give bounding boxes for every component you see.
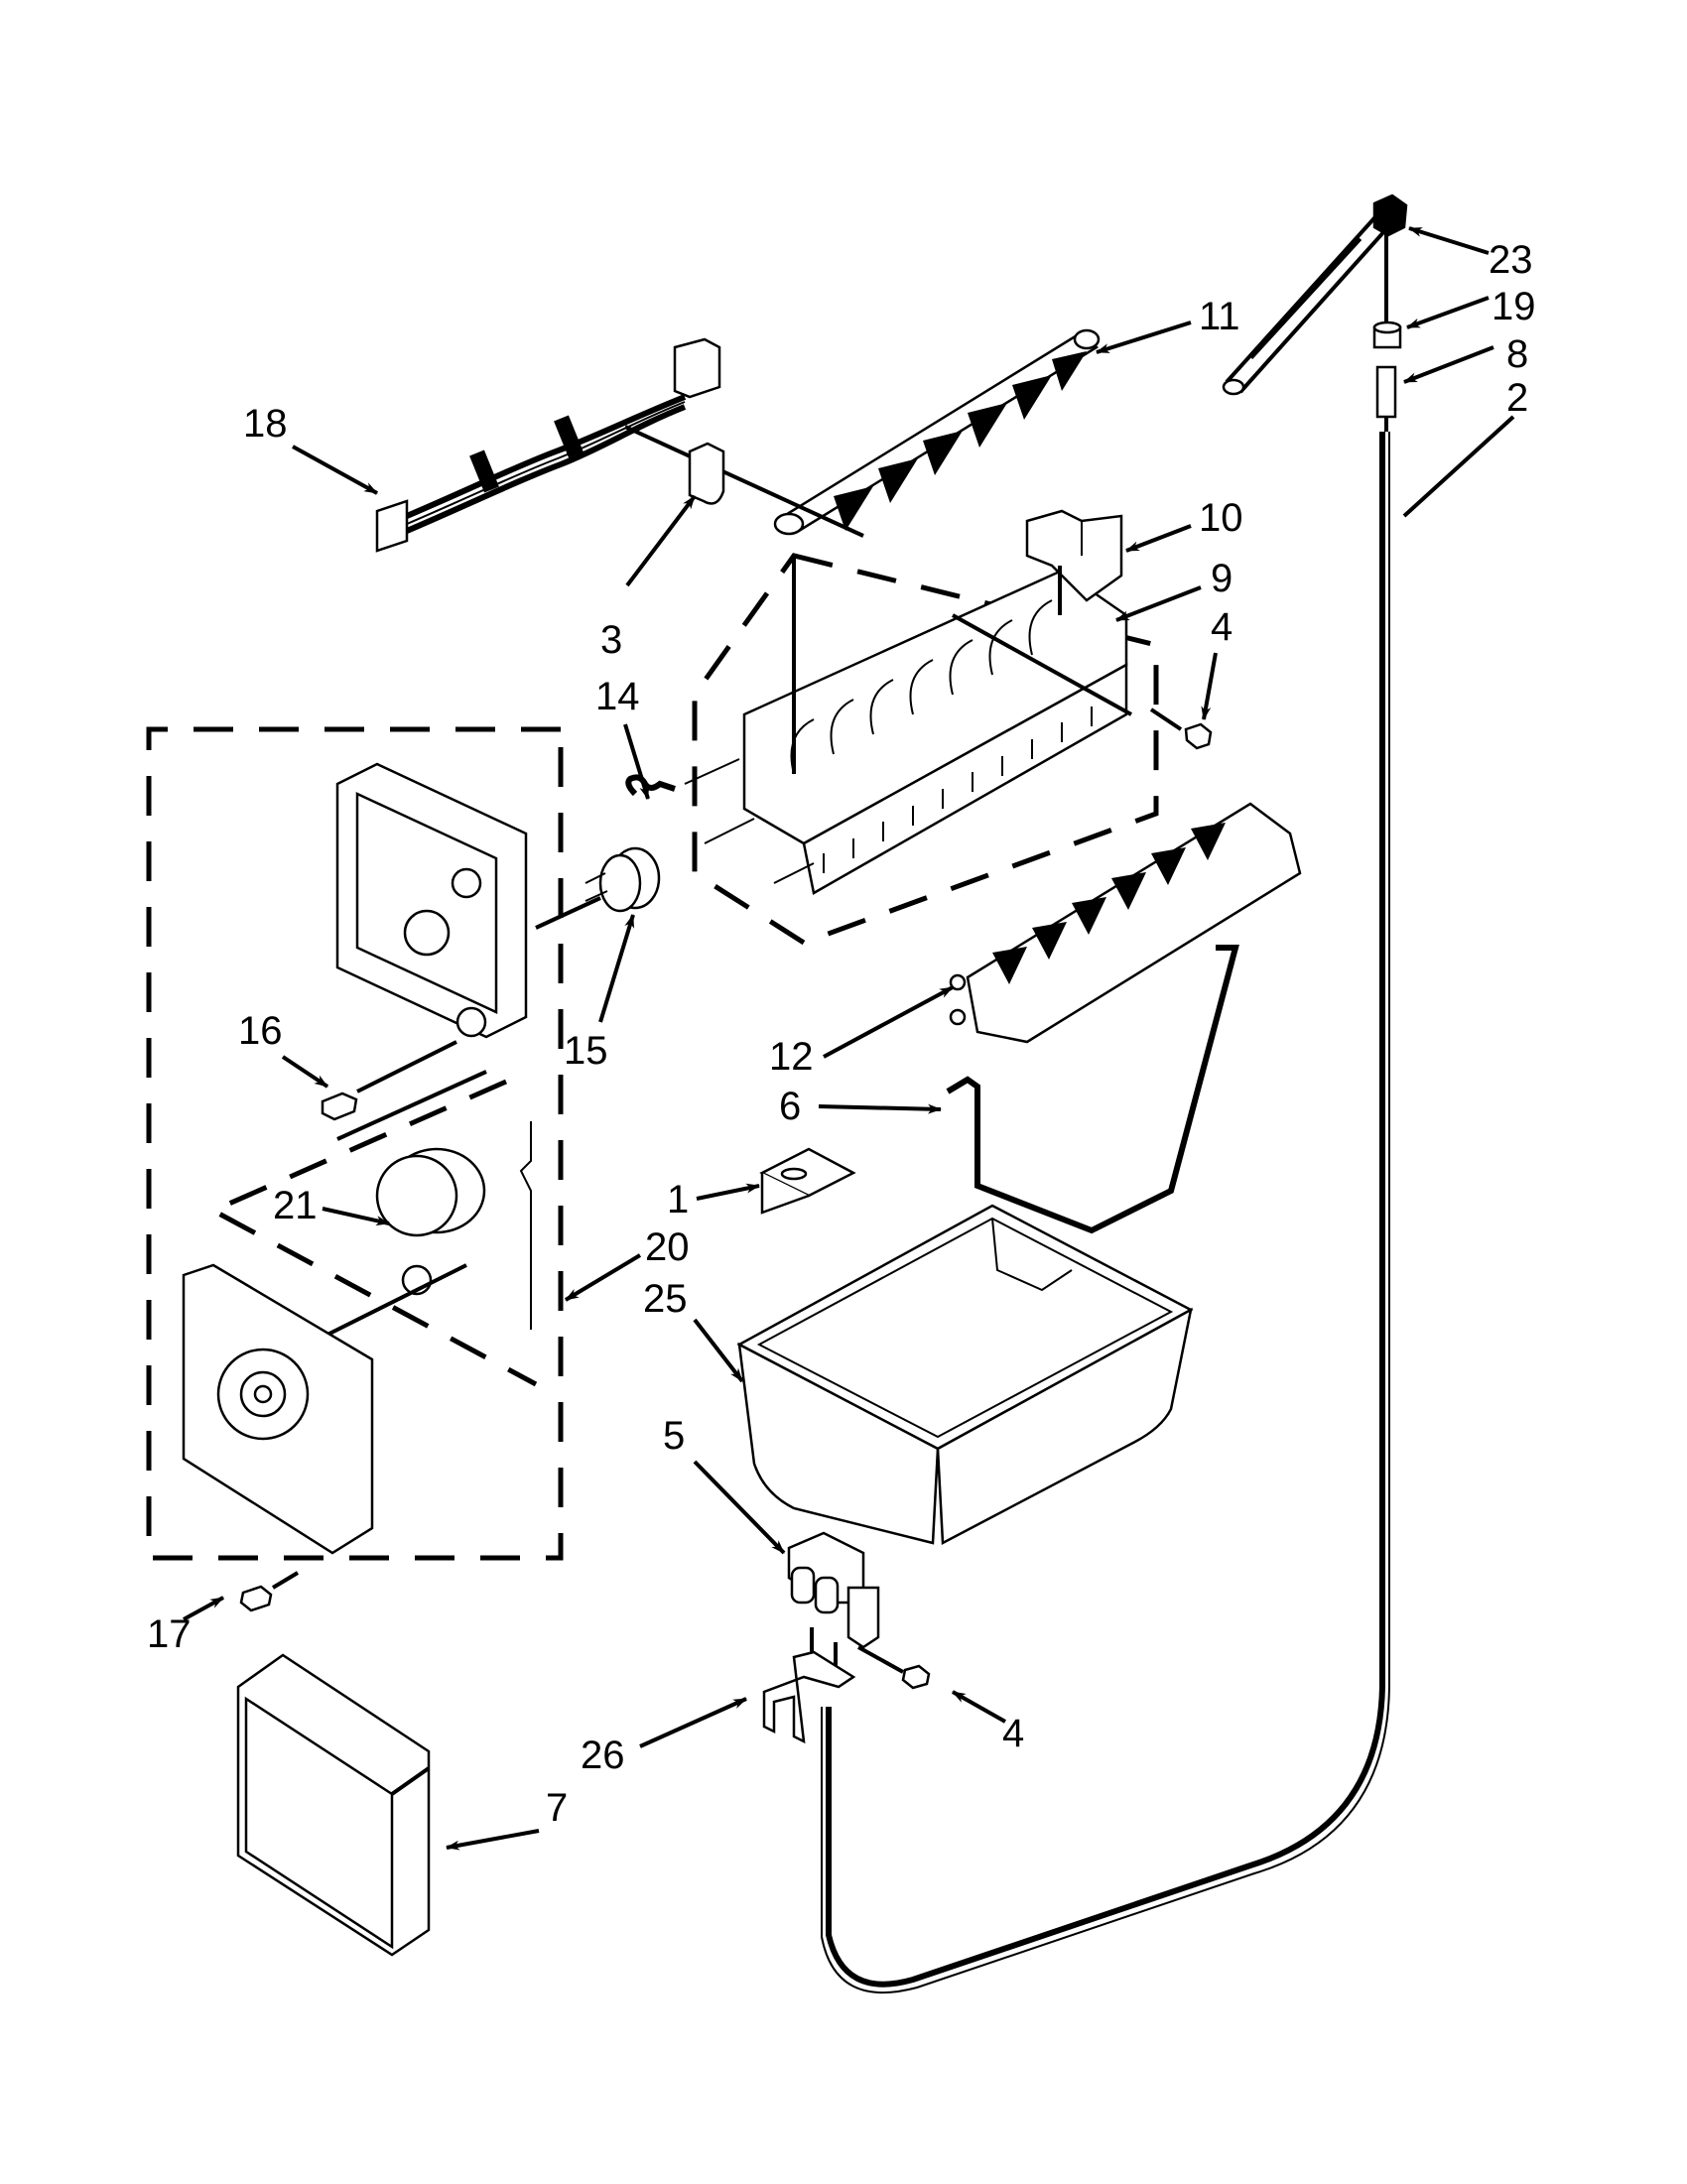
callout-8[interactable]: 8 <box>1506 332 1528 376</box>
screw-module-part[interactable] <box>321 1040 487 1141</box>
ice-bin-part[interactable] <box>736 1204 1194 1546</box>
screw-upper-part[interactable] <box>1149 707 1213 750</box>
valve-bracket-part[interactable] <box>762 1650 856 1744</box>
callout-6[interactable]: 6 <box>779 1085 801 1128</box>
callout-16[interactable]: 16 <box>238 1009 283 1053</box>
callout-5[interactable]: 5 <box>663 1414 685 1458</box>
stripper-part[interactable] <box>949 802 1302 1044</box>
ice-mold-part[interactable] <box>684 553 1159 946</box>
callout-4-lower[interactable]: 4 <box>1002 1712 1024 1755</box>
callout-12[interactable]: 12 <box>769 1035 814 1079</box>
callout-23[interactable]: 23 <box>1489 238 1533 282</box>
callout-11[interactable]: 11 <box>1199 295 1240 338</box>
callout-26[interactable]: 26 <box>581 1734 625 1777</box>
bracket-part[interactable] <box>759 1147 856 1215</box>
control-housing-part[interactable] <box>335 762 528 1039</box>
fill-tube-part[interactable] <box>1222 193 1408 396</box>
callout-10[interactable]: 10 <box>1199 496 1243 540</box>
cover-part[interactable] <box>236 1653 431 1957</box>
leader-lines <box>183 226 1515 1851</box>
clip-part[interactable] <box>688 442 725 505</box>
callout-3[interactable]: 3 <box>600 618 622 662</box>
fill-cup-part[interactable] <box>1025 509 1123 615</box>
callout-4-upper[interactable]: 4 <box>1211 605 1233 649</box>
screw-valve-part[interactable] <box>857 1645 931 1690</box>
callout-7[interactable]: 7 <box>546 1786 568 1830</box>
callout-labels: 23 19 8 2 11 18 10 9 4 3 14 15 16 12 6 1… <box>147 238 1536 1830</box>
ejector-part[interactable] <box>773 328 1101 536</box>
water-tube-part[interactable] <box>821 230 1402 1994</box>
callout-20[interactable]: 20 <box>645 1225 690 1269</box>
callout-18[interactable]: 18 <box>243 402 288 446</box>
shaft-part[interactable] <box>952 613 1132 716</box>
motor-part[interactable] <box>326 1121 532 1337</box>
callout-17[interactable]: 17 <box>147 1612 192 1656</box>
callout-2[interactable]: 2 <box>1506 376 1528 420</box>
thermostat-clip-part[interactable] <box>625 774 676 797</box>
wire-harness-part[interactable] <box>375 337 864 553</box>
callout-15[interactable]: 15 <box>564 1029 608 1073</box>
water-valve-part[interactable] <box>787 1531 880 1667</box>
shutoff-arm-part[interactable] <box>946 945 1239 1234</box>
control-plate-part[interactable] <box>182 1263 374 1555</box>
callout-14[interactable]: 14 <box>595 675 640 718</box>
callout-9[interactable]: 9 <box>1211 557 1233 600</box>
callout-1[interactable]: 1 <box>667 1178 689 1221</box>
callout-25[interactable]: 25 <box>643 1277 688 1321</box>
callout-19[interactable]: 19 <box>1492 285 1536 328</box>
thermostat-part[interactable] <box>535 846 661 930</box>
control-module-boundary <box>146 726 564 1561</box>
screw-cover-part[interactable] <box>239 1571 300 1612</box>
callout-21[interactable]: 21 <box>273 1184 318 1227</box>
